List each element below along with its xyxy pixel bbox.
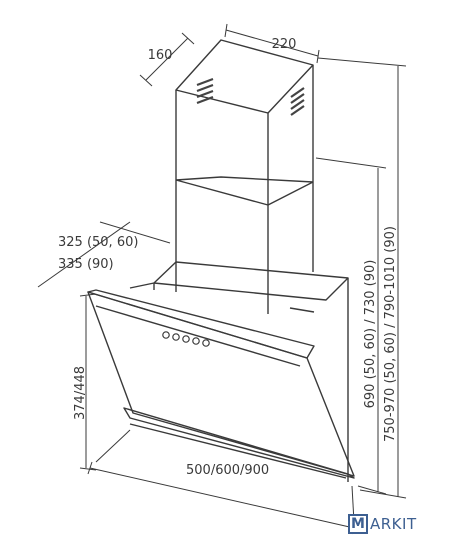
label-325: 325 (50, 60) [58, 235, 138, 250]
chimney-lower [175, 180, 314, 314]
vent-slots-left [196, 77, 214, 105]
control-buttons [162, 331, 210, 347]
control-button-4 [192, 337, 200, 345]
vent-slots-right [290, 87, 305, 116]
label-160: 160 [148, 48, 173, 63]
label-750-1010: 750-970 (50, 60) / 790-1010 (90) [383, 226, 398, 442]
logo-mark: M [348, 514, 368, 534]
dim-line-325 [37, 221, 131, 288]
dim-line-500 [89, 467, 355, 529]
hood-top [153, 261, 349, 482]
control-button-5 [202, 339, 210, 347]
dim-line-160 [145, 37, 189, 81]
logo-text: ARKIT [370, 515, 417, 533]
chimney-upper [175, 39, 314, 206]
label-220: 220 [272, 37, 297, 52]
label-500-600-900: 500/600/900 [186, 463, 269, 478]
label-374-448: 374/448 [73, 366, 88, 420]
label-335: 335 (90) [58, 257, 114, 272]
brand-logo: M ARKIT [348, 514, 417, 534]
glass-panel [87, 289, 355, 479]
label-690-730: 690 (50, 60) / 730 (90) [363, 260, 378, 409]
control-button-2 [172, 333, 180, 341]
control-button-3 [182, 335, 190, 343]
dim-line-220 [225, 29, 319, 57]
control-button-1 [162, 331, 170, 339]
